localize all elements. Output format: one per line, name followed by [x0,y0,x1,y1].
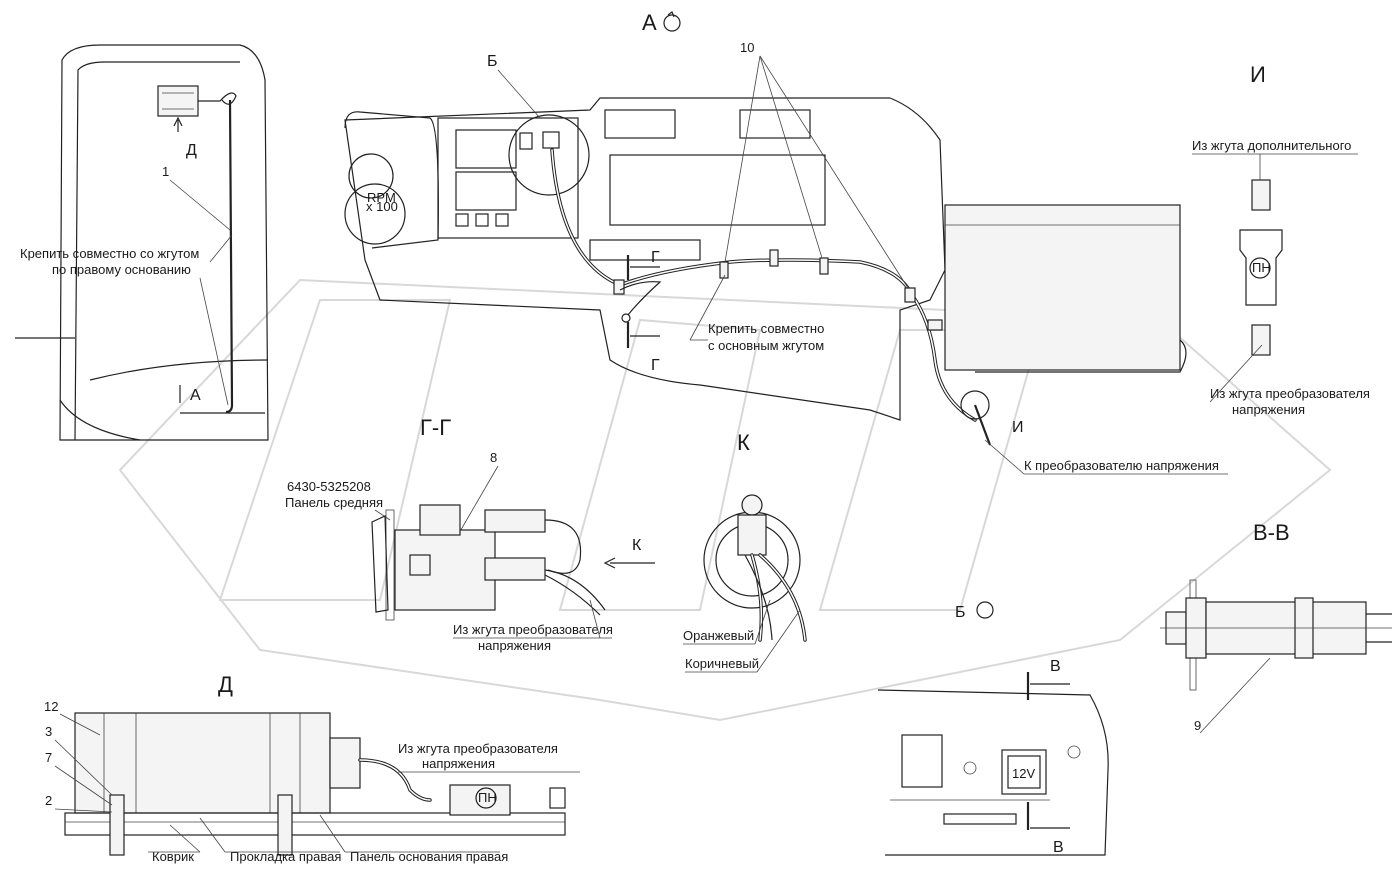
converter-box [944,204,1181,371]
view-i-title: И [1250,62,1266,87]
view-a-marker-left: А [190,387,201,404]
note-fasten-main-line1: Крепить совместно [708,321,824,336]
note-from-converter-gg-line2: напряжения [478,638,551,653]
callout-3: 3 [45,724,52,739]
callout-7: 7 [45,750,52,765]
callout-10: 10 [740,40,754,55]
label-gasket: Прокладка правая [230,849,341,864]
note-fasten-main-line2: с основным жгутом [708,338,824,353]
note-fasten-right-line2: по правому основанию [52,262,191,277]
watermark-gear [118,278,1332,722]
view-k-title: К [737,430,750,455]
part-number-label: 6430-5325208 [287,479,371,494]
wire-label-orange: Оранжевый [683,628,754,643]
callout-1: 1 [162,164,169,179]
view-a-title: А [642,10,657,35]
view-d-marker: Д [186,142,197,159]
note-from-converter-i-line1: Из жгута преобразователя [1210,386,1370,401]
dashboard-view: RPM x 100 [344,97,1187,446]
section-g-bottom: Г [651,357,660,374]
socket-12v-label: 12V [1012,766,1035,781]
voltage-converter-box [157,85,199,117]
rpm-gauge [344,183,406,245]
note-from-converter-d-line2: напряжения [422,756,495,771]
panel-view-b: 12V [877,689,1109,856]
note-fasten-right-line1: Крепить совместно со жгутом [20,246,199,261]
connector-label-i: ПН [1252,260,1271,275]
view-i-marker: И [1012,419,1024,436]
section-v-bottom: В [1053,839,1064,856]
connector-label-d: ПН [478,790,497,805]
callout-8: 8 [490,450,497,465]
callout-2: 2 [45,793,52,808]
socket-section-gg [371,504,606,621]
cab-side-view [15,44,269,441]
socket-rear-view-k [703,494,807,642]
view-b-title: Б [955,604,966,621]
panel-mid-label: Панель средняя [285,495,383,510]
label-base-panel: Панель основания правая [350,849,508,864]
note-from-extra-harness: Из жгута дополнительного [1192,138,1351,153]
note-from-converter-gg-line1: Из жгута преобразователя [453,622,613,637]
note-to-converter: К преобразователю напряжения [1024,458,1219,473]
instrument-panel-center [437,117,579,239]
socket-section-vv [1160,579,1392,691]
view-k-arrow-label: К [632,537,642,554]
converter-mount-view-d: ПН [64,712,566,856]
section-g-top: Г [651,249,660,266]
section-gg-title: Г-Г [420,415,451,440]
view-b-marker: Б [487,53,498,70]
note-from-converter-d-line1: Из жгута преобразователя [398,741,558,756]
gauge-small [348,153,394,199]
section-v-top: В [1050,658,1061,675]
wire-label-brown: Коричневый [685,656,759,671]
label-mat: Коврик [152,849,194,864]
callout-circle-b [508,114,590,196]
section-vv-title: В-В [1253,520,1290,545]
socket-12v-top [542,131,560,149]
callout-9: 9 [1194,718,1201,733]
view-d-title: Д [218,672,233,697]
rpm-scale-label: x 100 [366,199,398,214]
callout-12: 12 [44,699,58,714]
rpm-label: RPM [367,190,396,205]
connector-i-detail: ПН [1239,154,1283,356]
note-from-converter-i-line2: напряжения [1232,402,1305,417]
converter-connector-i [960,390,990,420]
